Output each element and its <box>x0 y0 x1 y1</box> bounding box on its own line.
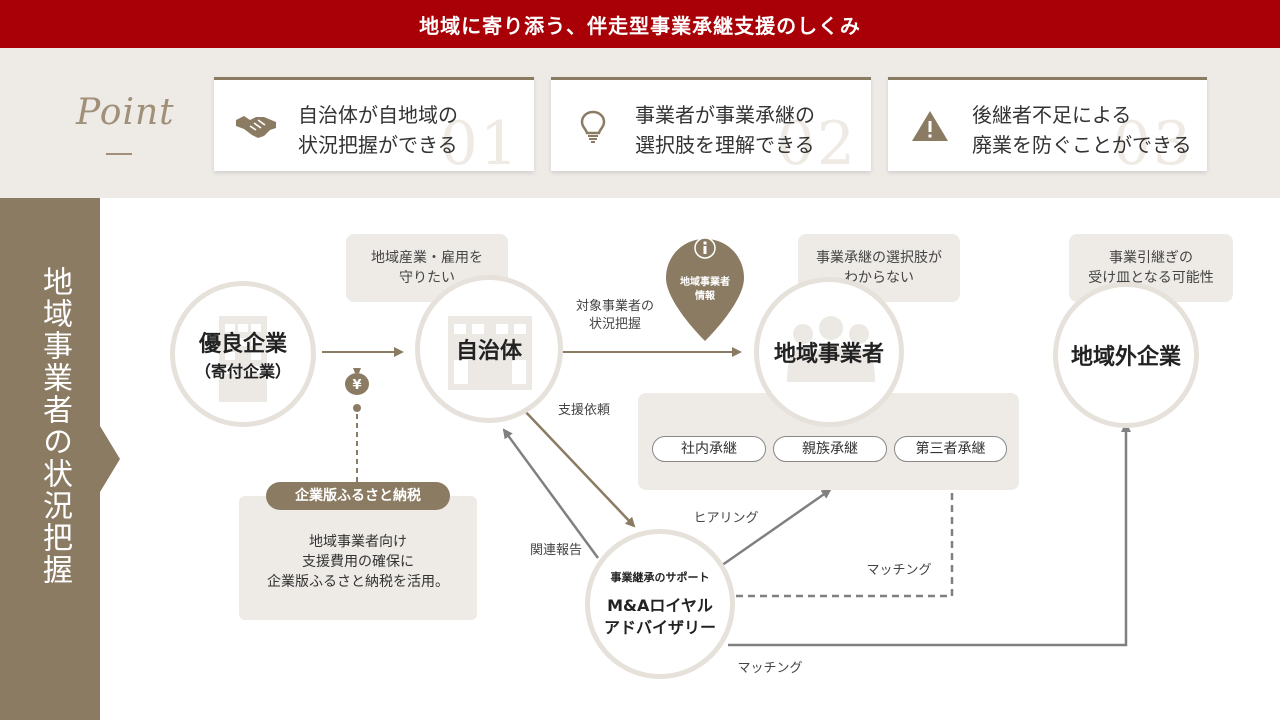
tax-description-box: 地域事業者向け 支援費用の確保に 企業版ふるさと納税を活用。 <box>239 496 477 620</box>
point-card-3: 03 後継者不足による 廃業を防ぐことができる <box>888 77 1207 171</box>
point-card-number: 03 <box>1112 109 1193 171</box>
hearing-label: ヒアリング <box>693 511 759 526</box>
point-card-line: 廃業を防ぐことができる <box>972 133 1192 157</box>
tax-link-dot <box>353 404 361 412</box>
option-internal: 社内承継 <box>652 436 766 462</box>
tax-line: 支援費用の確保に <box>302 554 414 570</box>
point-card-1: 01 自治体が自地域の 状況把握ができる <box>214 77 534 171</box>
option-third-party: 第三者承継 <box>894 436 1007 462</box>
point-card-text: 事業者が事業承継の 選択肢を理解できる <box>635 100 815 160</box>
matching-label-solid: マッチング <box>737 661 803 676</box>
point-card-line: 事業者が事業承継の <box>635 103 815 127</box>
ma-advisory-node: 事業継承のサポート M&Aロイヤル アドバイザリー <box>585 529 735 679</box>
point-card-2: 02 事業者が事業承継の 選択肢を理解できる <box>551 77 871 171</box>
node-sub: （寄付企業） <box>194 362 291 381</box>
node-name: 優良企業 <box>198 332 287 357</box>
ma-name-line: M&Aロイヤル <box>607 596 713 615</box>
point-card-line: 後継者不足による <box>972 103 1132 127</box>
warning-icon <box>912 111 948 141</box>
label-line: 対象事業者の <box>575 299 654 314</box>
point-card-line: 自治体が自地域の <box>298 103 458 127</box>
pin-line: 地域事業者 <box>680 277 730 288</box>
node-name: 地域事業者 <box>773 342 884 367</box>
info-pin-icon <box>666 237 744 341</box>
point-label: Point <box>76 92 175 133</box>
point-card-line: 選択肢を理解できる <box>635 133 815 157</box>
hearing-arrow <box>717 488 832 570</box>
support-request-arrow <box>521 407 636 528</box>
matching-label-dashed: マッチング <box>866 563 932 578</box>
page-title: 地域に寄り添う、伴走型事業承継支援のしくみ <box>0 0 1280 48</box>
label-line: 状況把握 <box>588 317 641 332</box>
bubble-line: わからない <box>844 270 914 286</box>
point-card-line: 状況把握ができる <box>298 133 458 157</box>
municipality-node: 自治体 <box>415 275 563 423</box>
svg-text:¥: ¥ <box>352 378 361 393</box>
point-card-number: 01 <box>439 109 520 171</box>
ma-name-line: アドバイザリー <box>603 618 716 637</box>
side-panel <box>0 198 120 720</box>
point-card-text: 後継者不足による 廃業を防ぐことができる <box>972 100 1192 160</box>
tax-title-badge: 企業版ふるさと納税 <box>266 482 450 510</box>
side-title: 地域事業者の状況把握 <box>37 266 72 586</box>
node-name: 地域外企業 <box>1070 345 1181 370</box>
support-request-label: 支援依頼 <box>557 403 610 418</box>
bubble-line: 守りたい <box>399 270 455 286</box>
lightbulb-icon <box>580 110 606 143</box>
info-pin-label: 地域事業者 情報 <box>670 276 740 304</box>
good-company-node: 優良企業 （寄付企業） <box>170 281 316 427</box>
bubble-line: 受け皿となる可能性 <box>1088 270 1214 286</box>
people-icon <box>787 316 875 382</box>
bubble-line: 事業引継ぎの <box>1109 250 1193 266</box>
node-name: 自治体 <box>455 339 522 364</box>
option-family: 親族承継 <box>773 436 887 462</box>
town-hall-icon <box>448 316 532 390</box>
tax-line: 地域事業者向け <box>309 534 407 550</box>
matching-dashed-arrow <box>724 464 957 598</box>
outside-company-node: 地域外企業 <box>1053 282 1199 428</box>
ma-support-label: 事業継承のサポート <box>610 571 710 584</box>
target-grasp-label: 対象事業者の 状況把握 <box>566 298 664 334</box>
matching-arrow <box>728 422 1131 647</box>
money-bag-icon: ¥ <box>345 368 369 395</box>
building-icon <box>219 316 267 402</box>
handshake-icon <box>236 116 276 138</box>
point-card-text: 自治体が自地域の 状況把握ができる <box>298 100 458 160</box>
tax-line: 企業版ふるさと納税を活用。 <box>267 574 449 590</box>
point-divider <box>106 153 132 155</box>
pin-line: 情報 <box>695 291 715 302</box>
bubble-line: 事業承継の選択肢が <box>816 250 942 266</box>
report-arrow <box>502 428 600 559</box>
local-business-node: 地域事業者 <box>754 277 904 427</box>
bubble-line: 地域産業・雇用を <box>371 250 483 266</box>
related-report-label: 関連報告 <box>529 543 582 558</box>
point-card-number: 02 <box>776 109 857 171</box>
